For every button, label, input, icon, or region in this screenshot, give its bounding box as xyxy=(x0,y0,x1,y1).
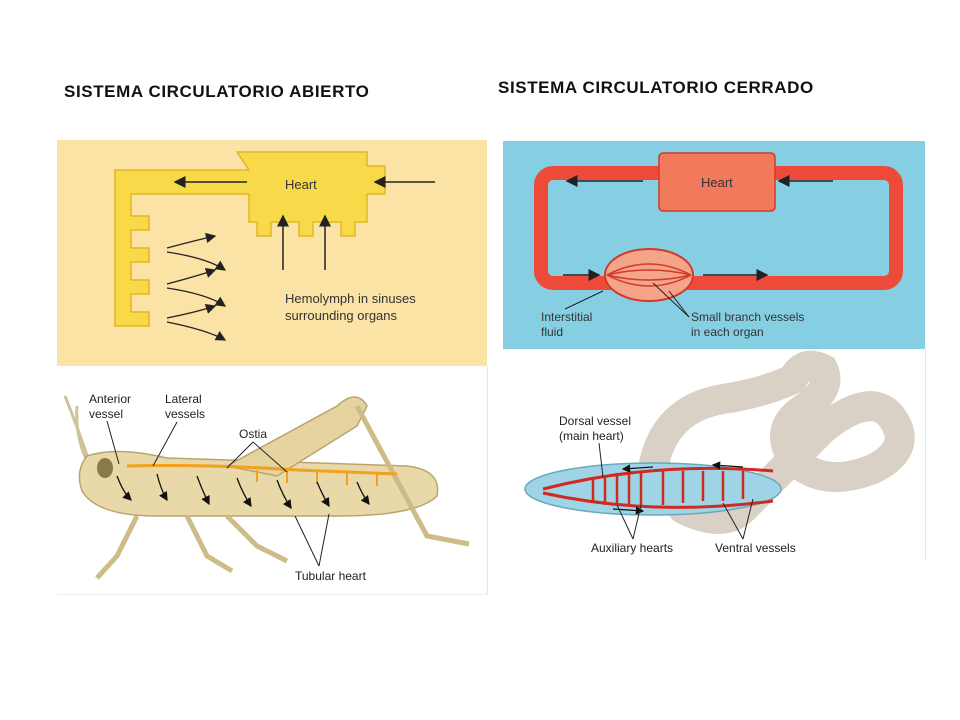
interstitial-label-line2: fluid xyxy=(541,325,563,339)
tubular-heart-label: Tubular heart xyxy=(295,569,367,583)
anterior-label-line2: vessel xyxy=(89,407,123,421)
ventral-vessels-label: Ventral vessels xyxy=(715,541,796,555)
grasshopper-body xyxy=(63,395,470,580)
hemolymph-label-line2: surrounding organs xyxy=(285,308,398,323)
open-heart-label: Heart xyxy=(285,177,317,192)
earthworm-svg: Dorsal vessel (main heart) Auxiliary hea… xyxy=(524,350,915,555)
dorsal-vessel-line xyxy=(126,464,398,476)
title-closed-system: SISTEMA CIRCULATORIO CERRADO xyxy=(498,78,814,97)
branch-label-line1: Small branch vessels xyxy=(691,310,804,324)
branch-label-line2: in each organ xyxy=(691,325,764,339)
lateral-label-line1: Lateral xyxy=(165,392,202,406)
open-system-schematic: Heart Hemolymph in sinuses surrounding o… xyxy=(57,140,487,366)
earthworm-illustration: Dorsal vessel (main heart) Auxiliary hea… xyxy=(503,349,926,560)
closed-system-schematic: Heart Interstitial fluid Small branch ve… xyxy=(503,141,925,349)
grasshopper-svg: Anterior vessel Lateral vessels Ostia Tu… xyxy=(63,392,470,583)
capillary-bed xyxy=(604,248,694,302)
title-open-system: SISTEMA CIRCULATORIO ABIERTO xyxy=(64,82,370,101)
earthworm-flow-arrows xyxy=(612,461,744,515)
flow-arrows xyxy=(116,473,370,510)
earthworm-leader-lines xyxy=(598,442,754,540)
earthworm-body xyxy=(638,350,915,534)
ostia-label: Ostia xyxy=(239,427,267,441)
capillary-lines xyxy=(606,263,692,287)
hemolymph-label-line1: Hemolymph in sinuses xyxy=(285,291,416,306)
grasshopper-leader-lines xyxy=(106,420,330,567)
anterior-label-line1: Anterior xyxy=(89,392,131,406)
closed-leader-lines xyxy=(564,282,690,318)
closed-heart-box xyxy=(658,152,776,212)
lateral-label-line2: vessels xyxy=(165,407,205,421)
closed-schematic-svg: Heart Interstitial fluid Small branch ve… xyxy=(534,152,903,339)
closed-heart-label: Heart xyxy=(701,175,733,190)
grasshopper-illustration: Anterior vessel Lateral vessels Ostia Tu… xyxy=(57,366,488,595)
open-schematic-svg: Heart Hemolymph in sinuses surrounding o… xyxy=(114,151,435,341)
dorsal-vessel xyxy=(542,466,774,491)
interstitial-label-line1: Interstitial xyxy=(541,310,592,324)
dorsal-label-line2: (main heart) xyxy=(559,429,624,443)
hemolymph-arrows xyxy=(166,232,227,341)
auxiliary-hearts-rings xyxy=(591,471,745,506)
ventral-vessel xyxy=(542,491,774,509)
auxiliary-hearts-label: Auxiliary hearts xyxy=(591,541,673,555)
open-vessels xyxy=(114,151,386,327)
dorsal-label-line1: Dorsal vessel xyxy=(559,414,631,428)
